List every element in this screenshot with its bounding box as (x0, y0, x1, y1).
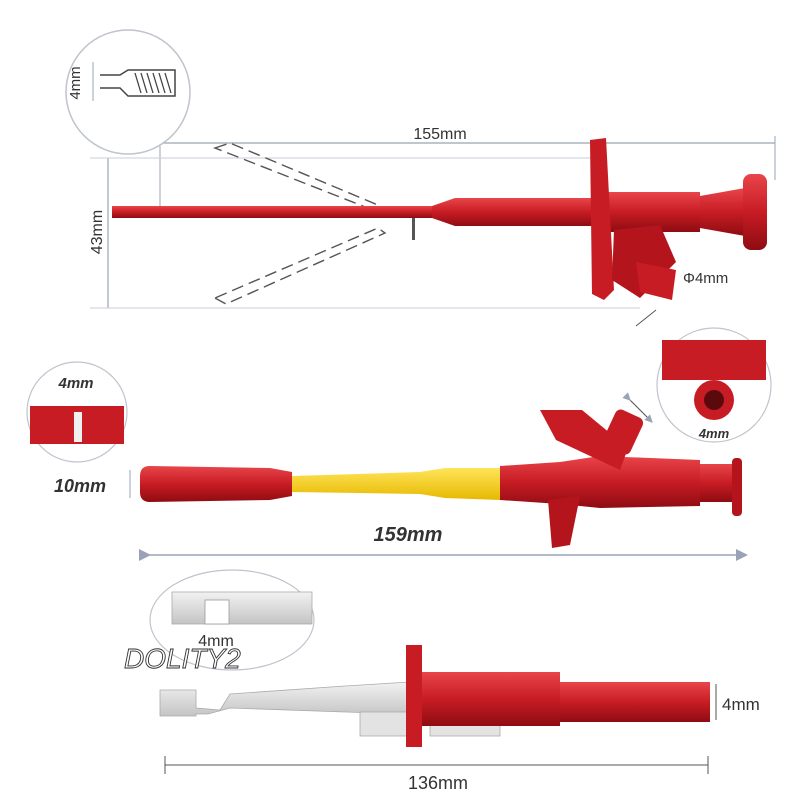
probe2-inset-left-label: 4mm (57, 375, 93, 392)
probe1-inset: 4mm (65, 29, 191, 155)
probe1-socket-label: Φ4mm (683, 270, 728, 287)
probe2-inset-left: 4mm (26, 361, 128, 463)
probe-1: 155mm 43mm Φ4mm 4mm (65, 29, 776, 327)
watermark: DOLITY2 (124, 643, 241, 674)
probe2-inset-right-label: 4mm (698, 426, 730, 441)
probe2-diameter-label: 10mm (54, 476, 106, 496)
probe1-inset-label: 4mm (67, 66, 84, 99)
probe1-length-label: 155mm (413, 126, 466, 143)
probe3-inset: 4mm (149, 569, 315, 671)
probe3-length-label: 136mm (408, 773, 468, 793)
probe2-length-label: 159mm (374, 524, 443, 546)
probe-2: 10mm 159mm 4mm 4mm (26, 327, 772, 561)
probe1-height-label: 43mm (89, 210, 106, 254)
probe3-diameter-label: 4mm (722, 695, 760, 714)
probe-3: 4mm 136mm 4mm DOLITY2 (124, 569, 760, 793)
probe2-inset-right: 4mm (656, 327, 772, 443)
probe3-inset-label: 4mm (198, 633, 234, 650)
